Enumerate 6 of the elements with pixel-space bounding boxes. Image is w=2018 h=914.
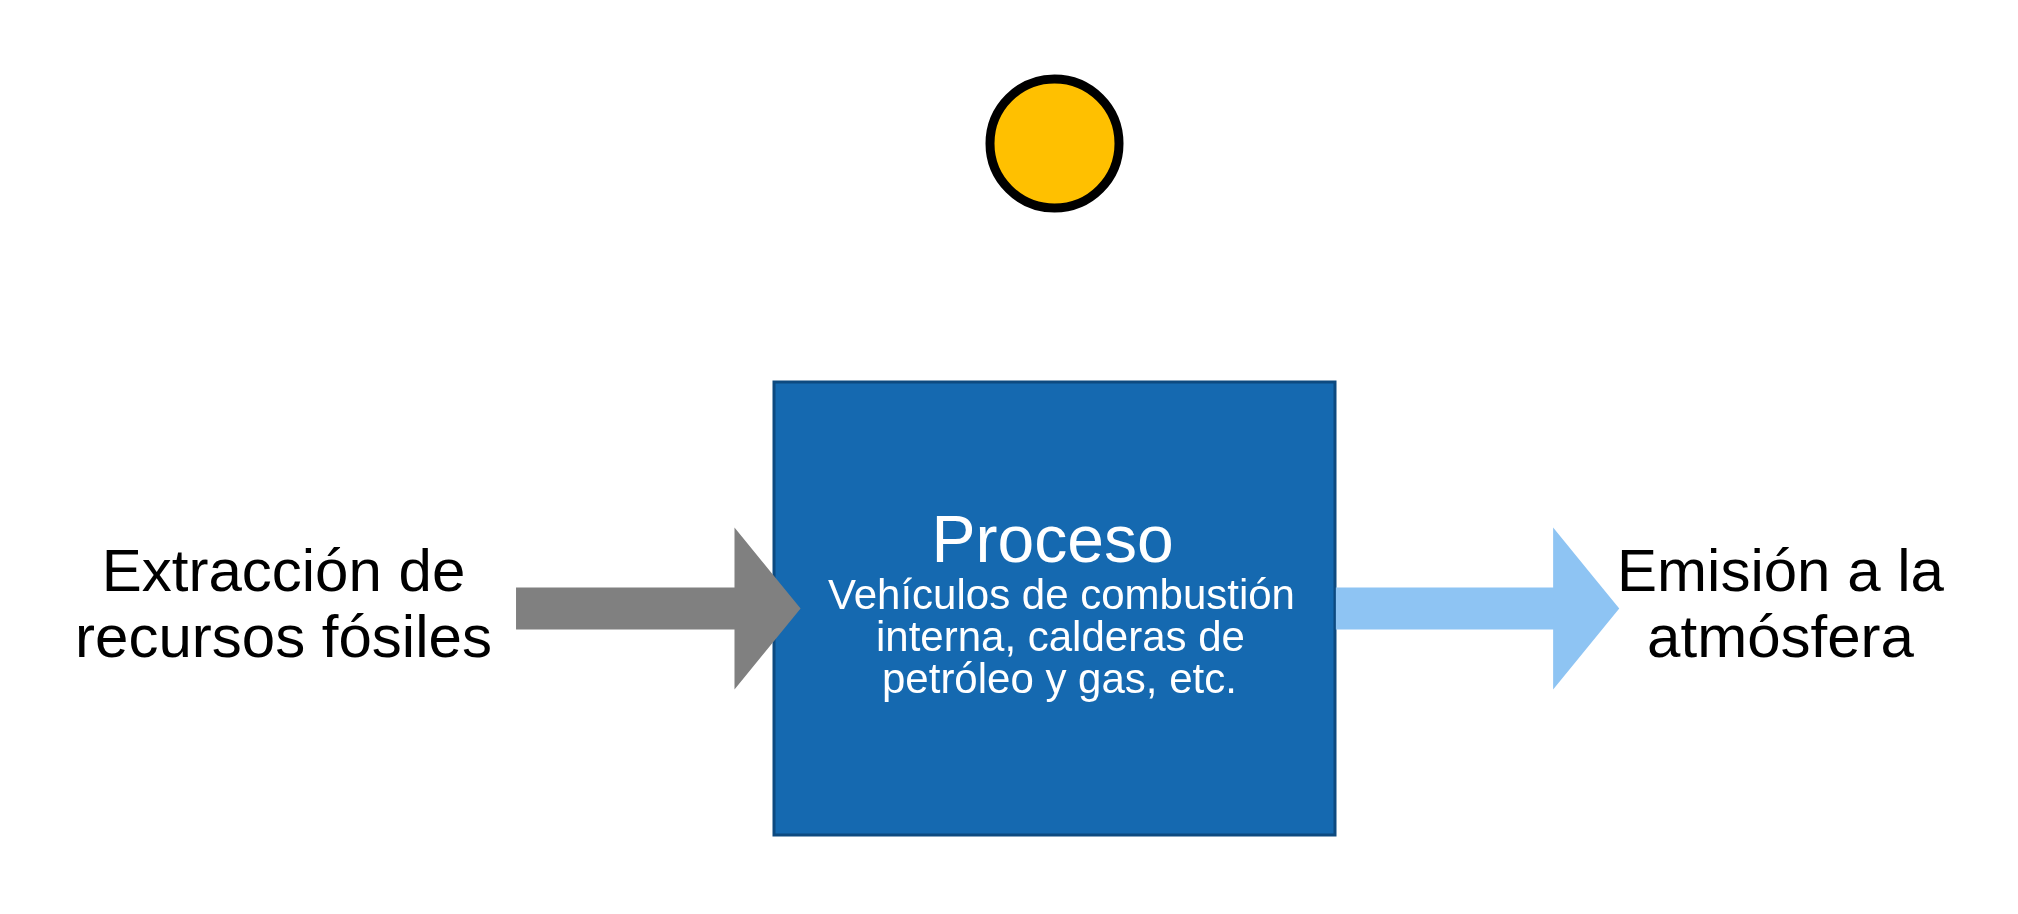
node-text: Extracción de recursos fósiles <box>74 536 492 670</box>
node-text: Emisión a la atmósfera <box>1616 536 1944 670</box>
arrow <box>515 527 801 690</box>
node-box: Proceso Vehículos de combustión interna, calderas de petróleo y gas, etc. <box>772 380 1336 837</box>
node-circle <box>985 74 1123 213</box>
arrow <box>1335 527 1619 690</box>
